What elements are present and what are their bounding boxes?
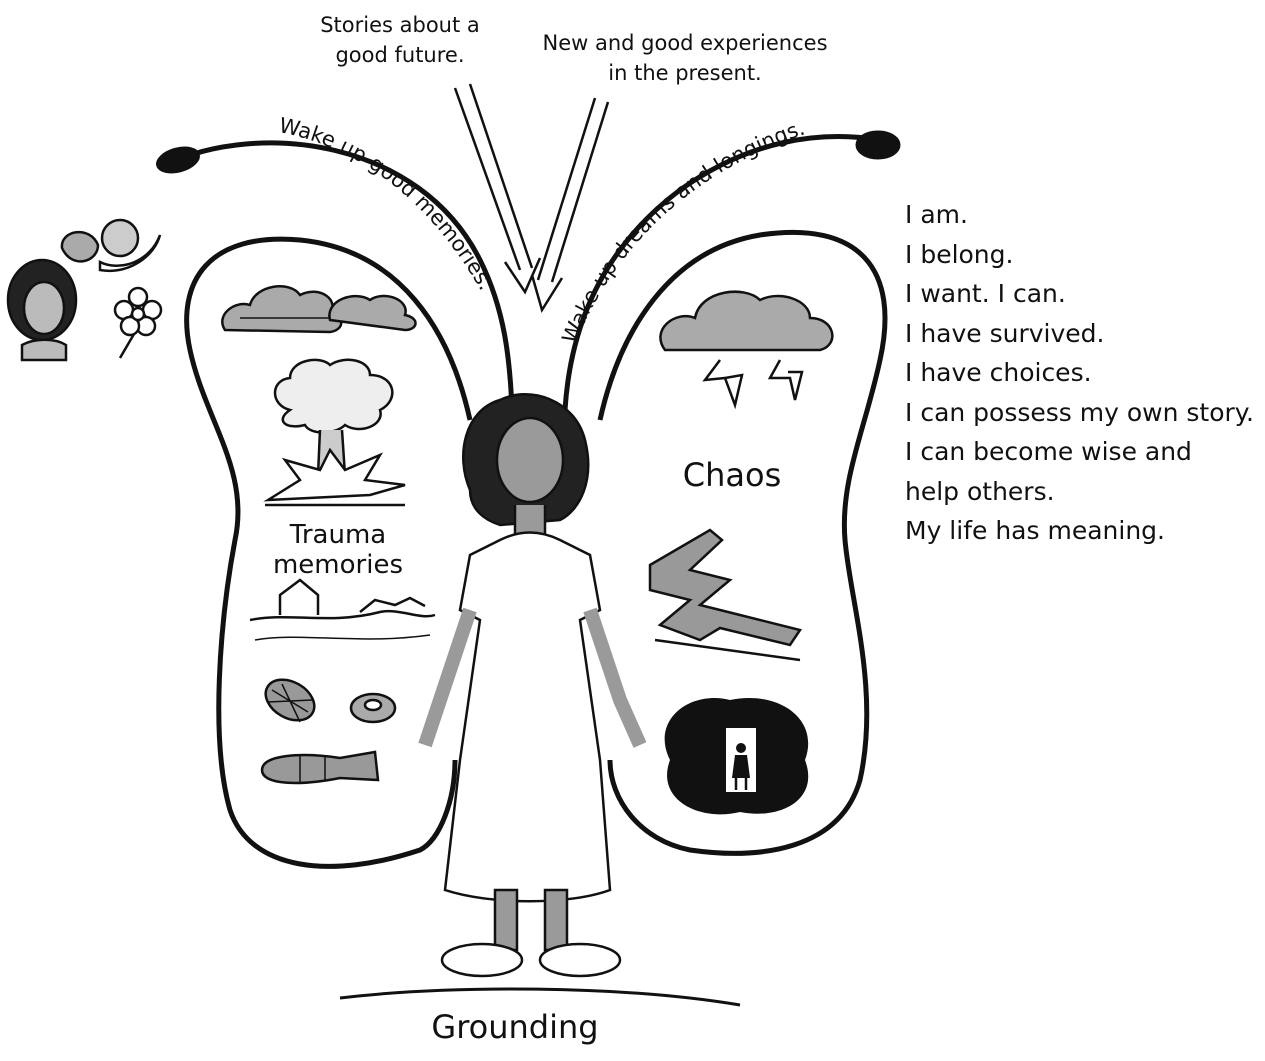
label-trauma-memories: Trauma memories bbox=[258, 520, 418, 580]
bomb-icon bbox=[262, 752, 378, 784]
label-chaos: Chaos bbox=[672, 456, 792, 494]
woman-portrait-icon bbox=[8, 260, 76, 360]
flower-icon bbox=[115, 288, 161, 358]
affirmation-line: I have survived. bbox=[905, 314, 1254, 354]
label-grounding: Grounding bbox=[430, 1008, 600, 1046]
fruit-icon bbox=[62, 220, 160, 271]
affirmations-list: I am. I belong. I want. I can. I have su… bbox=[905, 195, 1254, 551]
affirmation-line: I belong. bbox=[905, 235, 1254, 275]
affirmation-line: My life has meaning. bbox=[905, 511, 1254, 551]
affirmation-line: I am. bbox=[905, 195, 1254, 235]
note-stories-good-future: Stories about a good future. bbox=[300, 10, 500, 70]
affirmation-line: help others. bbox=[905, 472, 1254, 512]
affirmation-line: I want. I can. bbox=[905, 274, 1254, 314]
doorway-figure-icon bbox=[665, 698, 809, 814]
landmine-icon bbox=[351, 694, 395, 722]
affirmation-line: I can become wise and bbox=[905, 432, 1254, 472]
affirmation-line: I have choices. bbox=[905, 353, 1254, 393]
affirmation-line: I can possess my own story. bbox=[905, 393, 1254, 433]
note-good-experiences-present: New and good experiences in the present. bbox=[520, 28, 850, 88]
ground-line bbox=[340, 989, 740, 1005]
